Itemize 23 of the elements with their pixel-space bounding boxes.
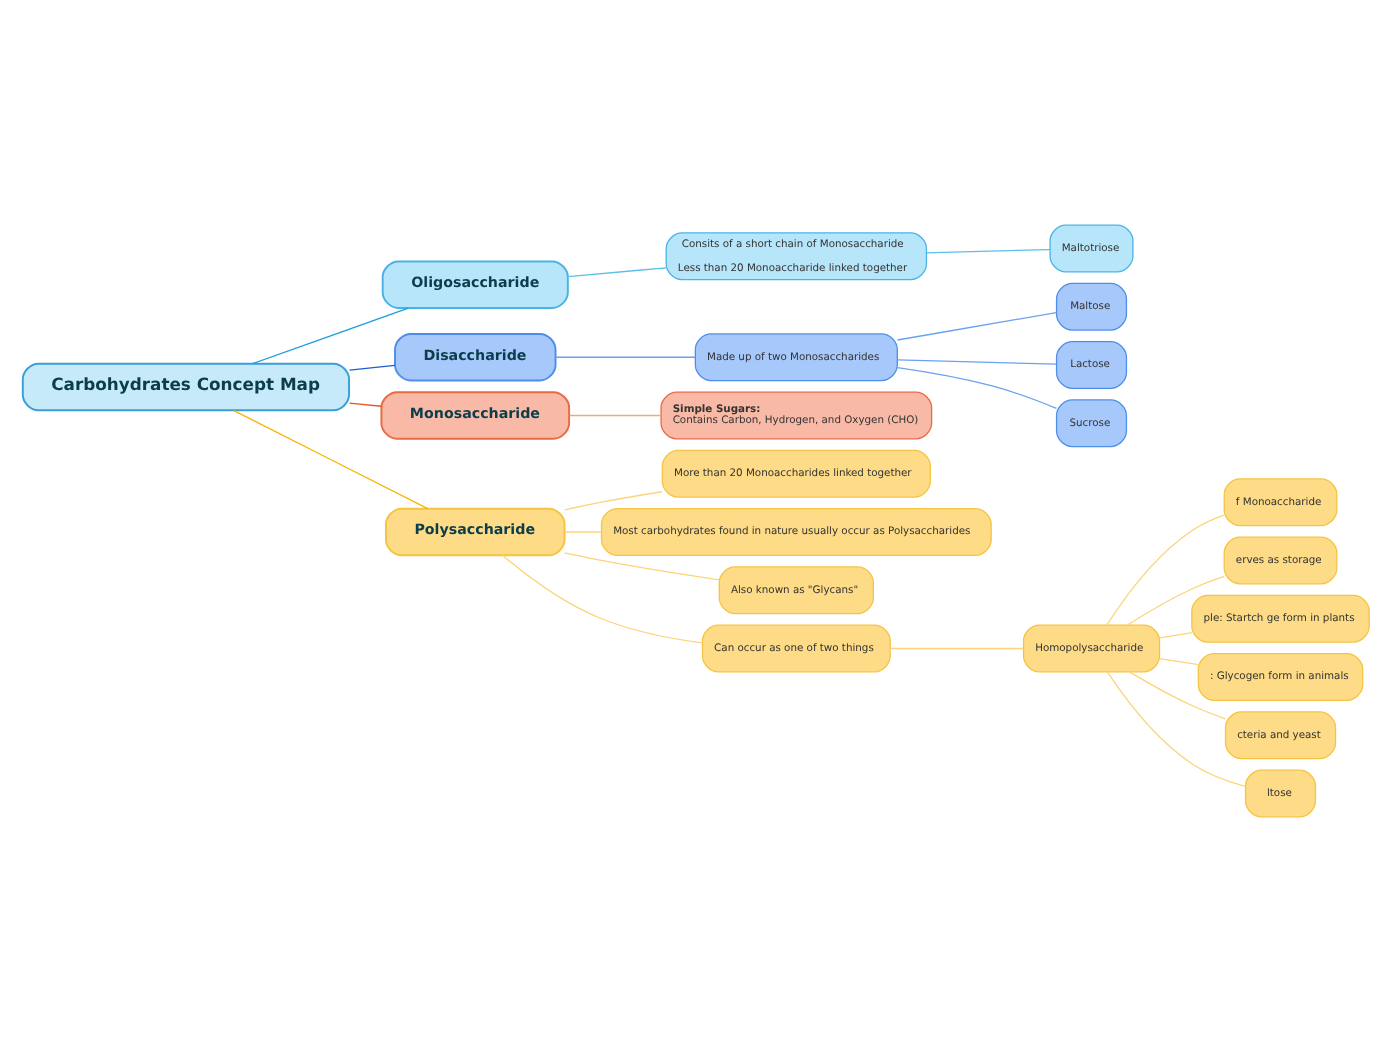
connector: [1126, 574, 1225, 625]
connector: [1106, 513, 1225, 625]
connector: [1158, 657, 1199, 665]
connector: [1106, 670, 1246, 787]
connector: [896, 366, 1058, 408]
connector: [896, 358, 1057, 364]
connector: [564, 490, 663, 510]
connector: [233, 408, 429, 509]
connector: [926, 247, 1051, 253]
connector: [348, 363, 396, 370]
connector: [555, 355, 696, 357]
connector: [564, 551, 720, 580]
connector: [564, 530, 602, 532]
connector: [567, 266, 667, 277]
connector: [348, 401, 382, 406]
connector: [1128, 670, 1227, 719]
connector: [502, 553, 703, 643]
connector: [896, 310, 1057, 340]
connector: [252, 306, 409, 364]
connector: [889, 646, 1024, 649]
node-box: Carbohydrates Concept Map: [21, 361, 350, 411]
connector: [1158, 631, 1193, 638]
connector: [568, 413, 662, 416]
